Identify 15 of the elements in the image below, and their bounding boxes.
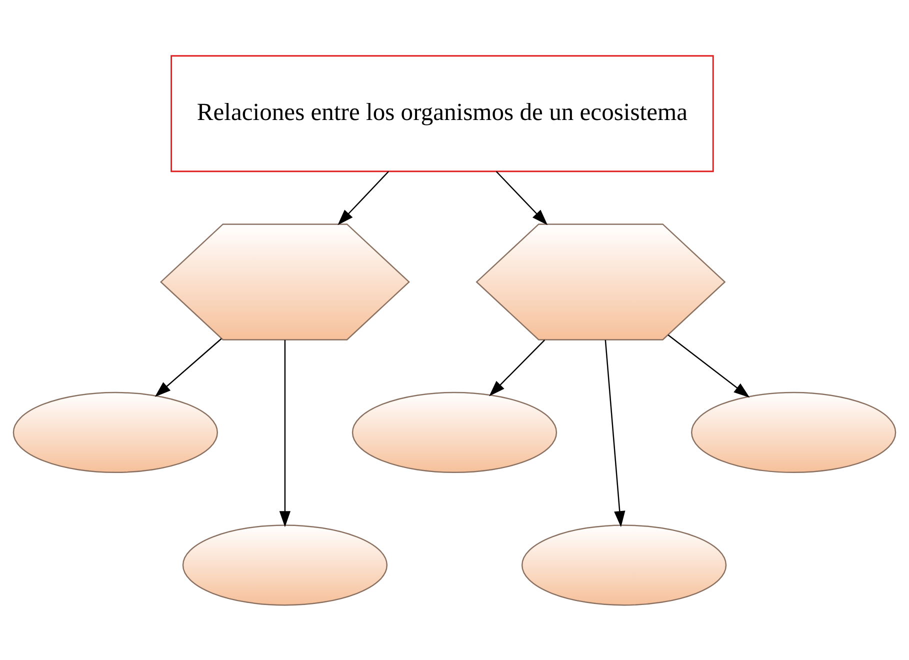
node-ellipse [12, 391, 218, 473]
arrow [489, 339, 546, 396]
arrow [496, 170, 548, 225]
node-hexagon [160, 223, 410, 340]
node-ellipse [521, 524, 727, 606]
node-box: Relaciones entre los organismos de un ecosistema [170, 54, 714, 172]
arrow [154, 338, 222, 396]
node-hexagon [476, 223, 726, 340]
arrow [279, 340, 291, 527]
node-ellipse [352, 391, 558, 473]
arrow [338, 170, 389, 225]
node-ellipse [182, 524, 388, 606]
arrow [668, 334, 750, 398]
node-ellipse [691, 391, 896, 473]
arrow [604, 339, 626, 527]
